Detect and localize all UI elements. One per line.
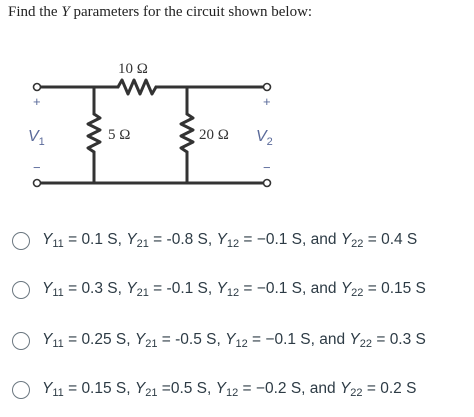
label-v1: V1 [28,128,45,148]
v2-main: V [256,128,268,145]
radio-option-2[interactable] [12,280,30,299]
option-3[interactable]: Y11 = 0.25 S, Y21 = -0.5 S, Y12 = −0.1 S… [12,331,426,350]
radio-option-4[interactable] [12,380,30,399]
terminal-1-bottom [32,178,42,188]
resistor-20-ohm [179,112,195,154]
terminal-2-bottom [262,178,272,188]
label-r-left: 5 Ω [108,127,130,143]
question-suffix: parameters for the circuit shown below: [69,4,313,20]
v1-main: V [28,128,40,145]
question-text: Find the Y parameters for the circuit sh… [8,4,468,21]
radio-option-1[interactable] [12,231,30,250]
label-v2: V2 [256,128,273,148]
plus-port-2: + [263,94,271,109]
radio-option-3[interactable] [12,331,30,350]
option-2-text: Y11 = 0.3 S, Y21 = -0.1 S, Y12 = −0.1 S,… [42,280,426,299]
resistor-5-ohm [86,112,102,154]
resistor-10-ohm [116,78,158,96]
option-1[interactable]: Y11 = 0.1 S, Y21 = -0.8 S, Y12 = −0.1 S,… [12,231,417,250]
plus-port-1: + [33,94,41,109]
circuit-diagram: 10 Ω 5 Ω 20 Ω + − + − V1 V2 [28,61,273,188]
option-2[interactable]: Y11 = 0.3 S, Y21 = -0.1 S, Y12 = −0.1 S,… [12,280,426,299]
terminal-1-top [32,82,42,92]
question-prefix: Find the [8,4,62,20]
v2-sub: 2 [267,136,273,148]
option-3-text: Y11 = 0.25 S, Y21 = -0.5 S, Y12 = −0.1 S… [42,331,426,350]
question-var: Y [61,4,70,20]
minus-port-2: − [263,160,271,175]
label-r-top: 10 Ω [118,61,148,77]
v1-sub: 1 [39,136,45,148]
option-4-text: Y11 = 0.15 S, Y21 =0.5 S, Y12 = −0.2 S, … [42,380,417,399]
label-r-right: 20 Ω [199,127,229,143]
option-1-text: Y11 = 0.1 S, Y21 = -0.8 S, Y12 = −0.1 S,… [42,231,418,250]
option-4[interactable]: Y11 = 0.15 S, Y21 =0.5 S, Y12 = −0.2 S, … [12,380,416,399]
minus-port-1: − [33,160,41,175]
terminal-2-top [262,82,272,92]
